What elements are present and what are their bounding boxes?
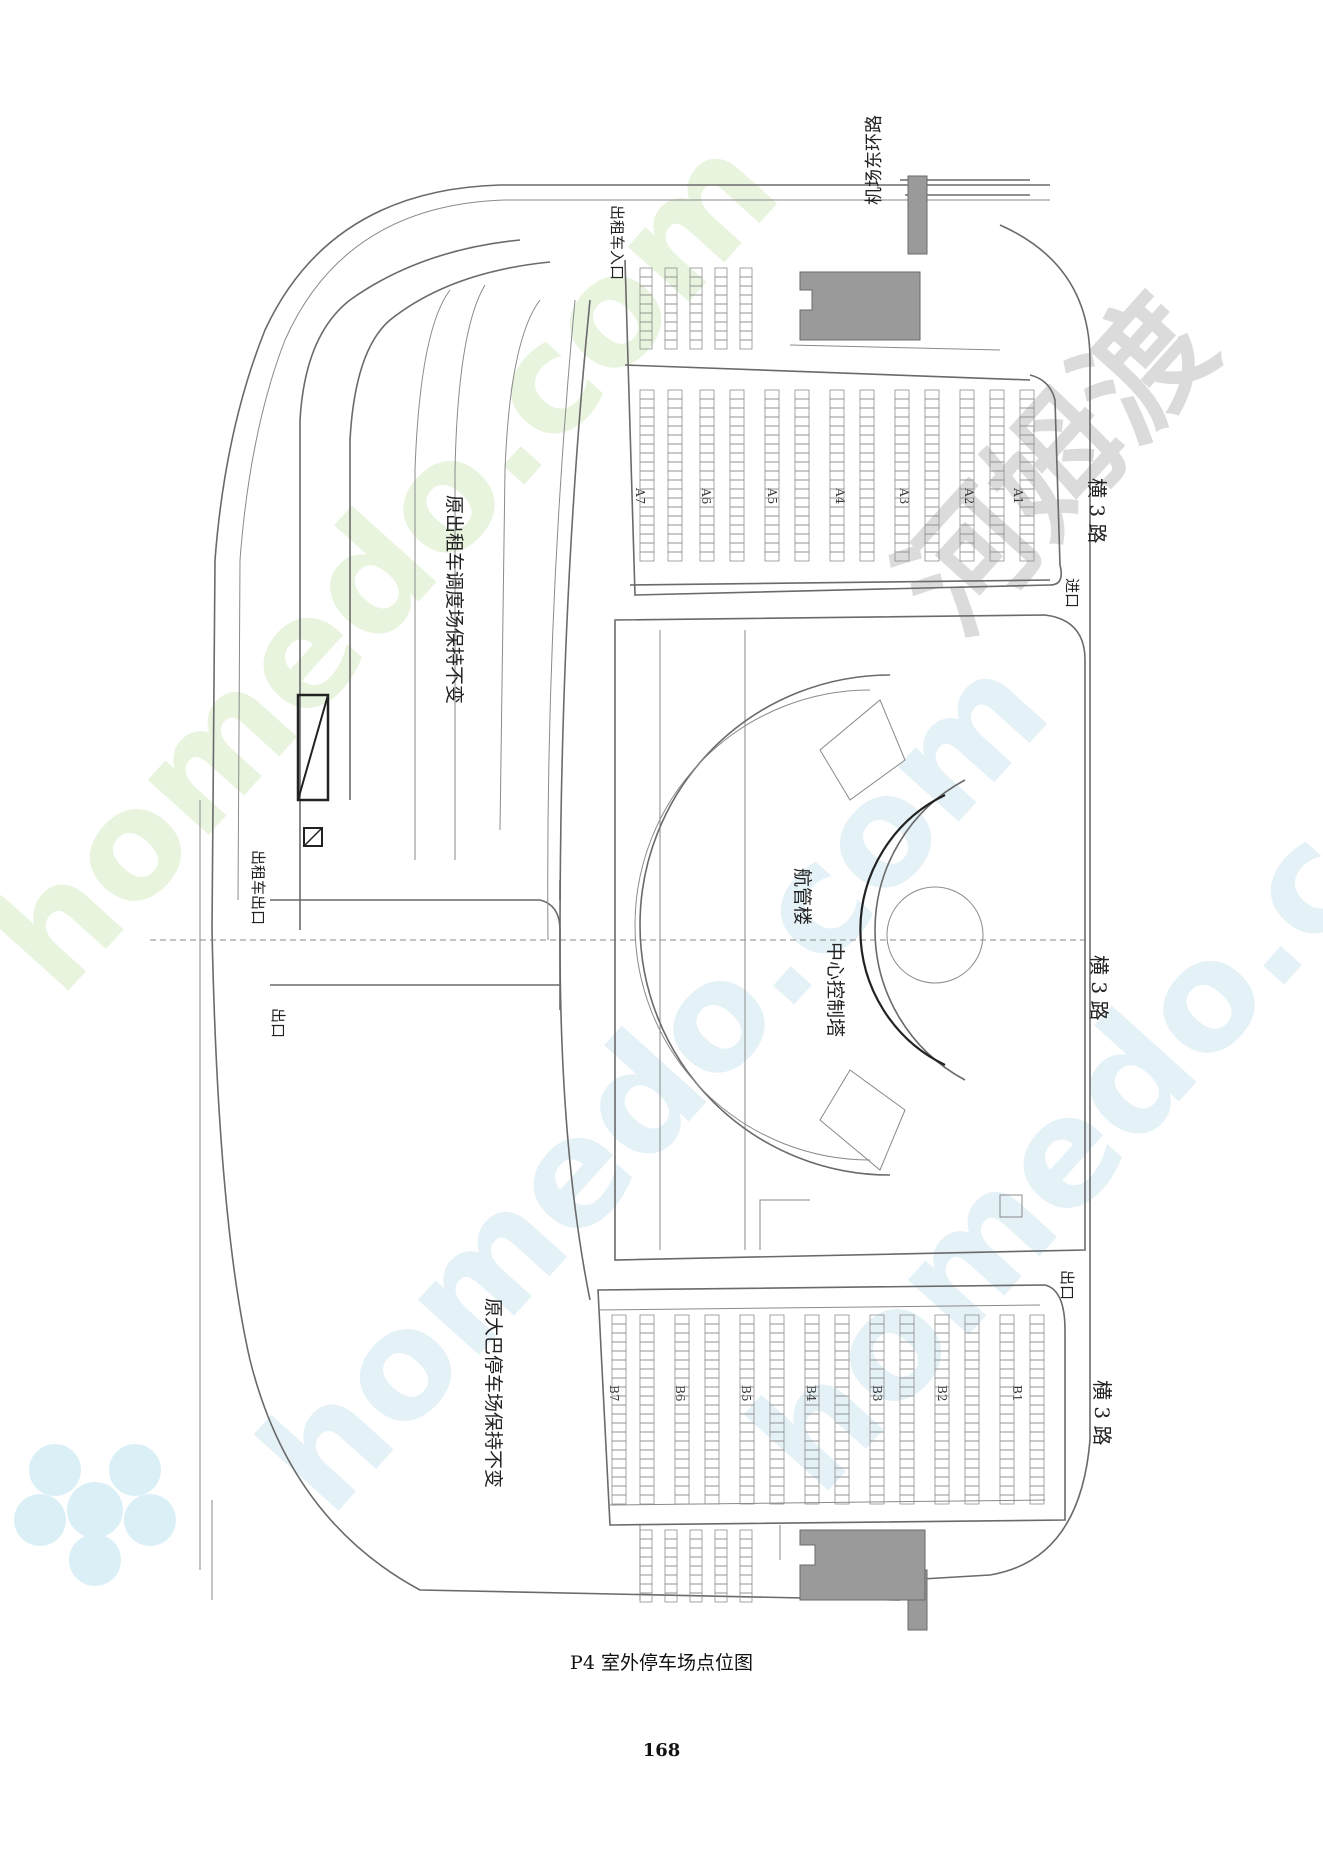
atc-building-label: 航管楼 [791, 868, 813, 925]
zone-b2-label: B2 [935, 1385, 949, 1401]
svg-text:homedo.com: homedo.com [0, 102, 812, 1024]
zone-a-labels: A1 A2 A3 A4 A5 A6 A7 [633, 487, 1025, 505]
taxi-entrance-label: 出租车入口 [608, 205, 626, 280]
terminal-area [547, 299, 1086, 1301]
connector-road [150, 880, 1085, 1010]
zone-b3-label: B3 [870, 1385, 884, 1401]
site-labels: 机场东环路 出租车入口 出租车出口 出口 横 3 路 横 3 路 横 3 路 进… [249, 115, 1114, 1488]
watermark: homedo.com homedo.com homedo.com 河姆渡 [0, 102, 1323, 1586]
exit-right-label: 出口 [1058, 1270, 1076, 1300]
zone-b6-label: B6 [673, 1385, 687, 1401]
parking-stalls [611, 267, 1045, 1603]
zone-b1-label: B1 [1010, 1385, 1024, 1401]
road-heng3-mid-label: 横 3 路 [1087, 955, 1111, 1020]
site-boundary [199, 179, 1091, 1601]
taxi-dispatch-yard [296, 239, 551, 930]
zone-b4-label: B4 [804, 1385, 818, 1402]
zone-a6-label: A6 [699, 487, 713, 504]
zone-b7-label: B7 [607, 1385, 621, 1401]
zone-a1-label: A1 [1011, 487, 1025, 504]
svg-text:homedo.com: homedo.com [227, 622, 1081, 1544]
road-north-label: 机场东环路 [864, 115, 885, 205]
zone-b5-label: B5 [739, 1385, 753, 1401]
north-gate-building [799, 271, 921, 341]
control-tower-label: 中心控制塔 [824, 942, 846, 1037]
zone-a3-label: A3 [897, 487, 911, 504]
taxi-yard-note: 原出租车调度场保持不变 [443, 495, 465, 704]
zone-a5-label: A5 [765, 487, 779, 504]
figure-caption: P4 室外停车场点位图 [570, 1652, 753, 1674]
south-gate-building [799, 1529, 926, 1601]
parking-zone-a [624, 259, 1063, 596]
page-number: 168 [642, 1740, 681, 1761]
taxi-exit-label: 出租车出口 [249, 850, 267, 925]
bus-yard-note: 原大巴停车场保持不变 [482, 1298, 504, 1488]
zone-b-labels: B1 B2 B3 B4 B5 B6 B7 [607, 1385, 1024, 1402]
entrance-right-label: 进口 [1063, 578, 1081, 608]
road-heng3-bottom-label: 横 3 路 [1090, 1380, 1114, 1445]
exit-left-label: 出口 [269, 1008, 287, 1038]
watermark-logo-icon [14, 1444, 176, 1586]
road-heng3-top-label: 横 3 路 [1085, 478, 1109, 543]
zone-a2-label: A2 [962, 487, 976, 504]
zone-a4-label: A4 [833, 487, 847, 505]
